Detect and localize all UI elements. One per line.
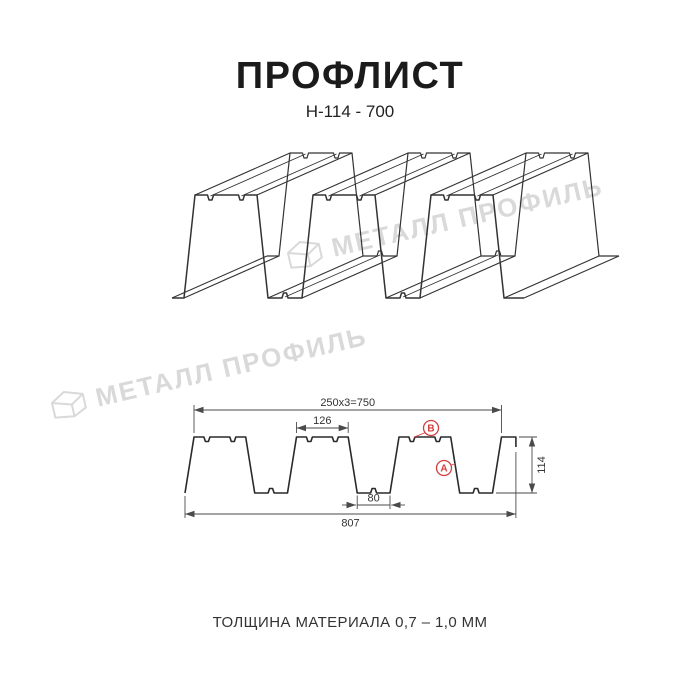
- dim-module-width: 250x3=750: [193, 397, 502, 433]
- dim-valley-width-label: 80: [367, 493, 379, 505]
- profile-3d-front-edge: [171, 194, 525, 299]
- profile-3d-extrusion-lines: [171, 152, 620, 299]
- dim-module-width-label: 250x3=750: [320, 397, 375, 409]
- product-model: Н-114 - 700: [305, 102, 395, 121]
- metal-profile-logo-icon: [286, 241, 323, 269]
- profile-3d-stiffening-grooves: [210, 153, 573, 298]
- dim-valley-width: 80: [342, 493, 405, 509]
- side-marker-a-letter: А: [440, 464, 447, 475]
- material-thickness-caption: ТОЛЩИНА МАТЕРИАЛА 0,7 – 1,0 ММ: [212, 614, 488, 631]
- profile-3d-view: [171, 152, 620, 299]
- metal-profile-logo-icon: [50, 391, 87, 419]
- dim-overall-width-label: 807: [341, 518, 359, 530]
- side-marker-b-letter: В: [427, 424, 434, 435]
- watermark: МЕТАЛЛ ПРОФИЛЬ: [47, 320, 371, 424]
- side-marker-b-circle: [422, 419, 440, 437]
- side-marker-b: В: [413, 419, 440, 438]
- cross-section-view: 250x3=750 126 114 80: [184, 397, 548, 530]
- dim-crest-width: 126: [296, 415, 349, 433]
- section-profile-outline: [184, 436, 517, 494]
- page-title: ПРОФЛИСТ: [235, 55, 465, 97]
- dim-overall-width: 807: [184, 452, 517, 530]
- dim-height-label: 114: [536, 456, 548, 474]
- dim-height: 114: [496, 436, 548, 494]
- dim-crest-width-label: 126: [313, 415, 331, 427]
- side-marker-a: А: [435, 459, 457, 477]
- side-marker-a-circle: [435, 459, 453, 477]
- watermark: МЕТАЛЛ ПРОФИЛЬ: [283, 170, 607, 274]
- profile-3d-back-edge: [266, 152, 620, 257]
